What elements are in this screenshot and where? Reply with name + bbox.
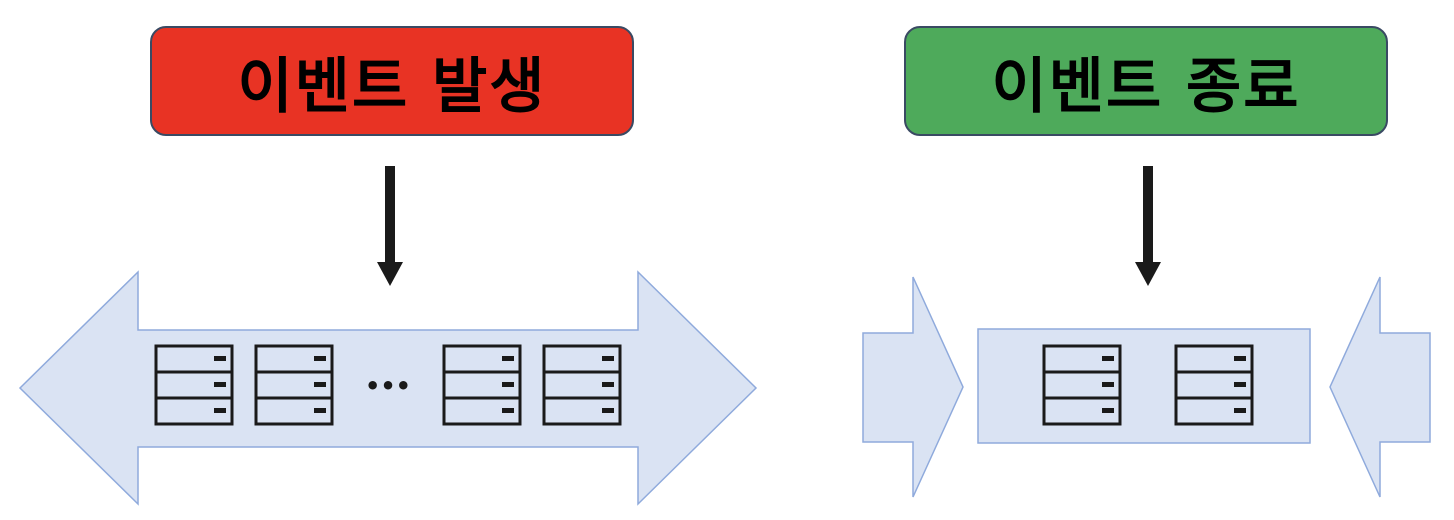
scale-out-double-arrow [18,270,758,506]
event-start-label: 이벤트 발생 [150,26,634,136]
reduced-server-pool [977,328,1311,444]
down-arrow-end [1135,166,1161,286]
down-arrow-start [377,166,403,286]
scale-in-arrow-right [1329,276,1431,498]
ellipsis: ••• [365,372,411,400]
event-end-label: 이벤트 종료 [904,26,1388,136]
scale-in-arrow-left [862,276,964,498]
